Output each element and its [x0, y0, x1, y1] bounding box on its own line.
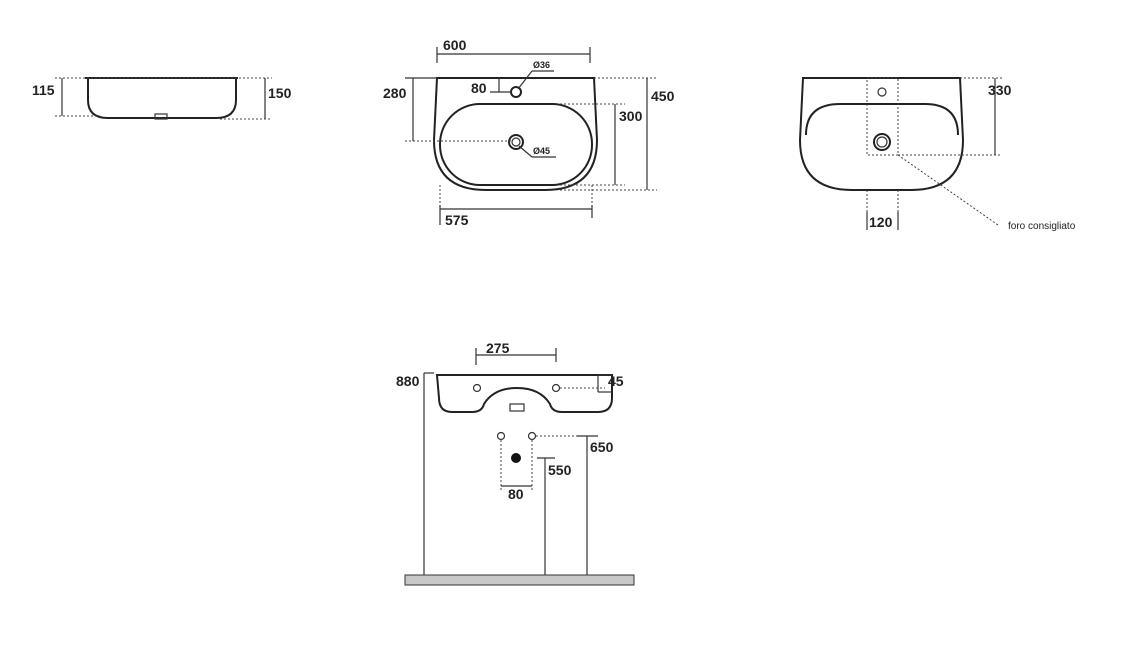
bowl	[439, 103, 593, 186]
dim-280: 280	[383, 85, 407, 101]
top-view: 600 575 280 80 Ø36 Ø45 300 450	[383, 37, 675, 228]
dim-300: 300	[619, 108, 643, 124]
side-view: 115 150	[32, 77, 292, 120]
dim-550: 550	[548, 462, 572, 478]
dim-650: 650	[590, 439, 614, 455]
dim-330: 330	[988, 82, 1012, 98]
dim-275: 275	[486, 340, 510, 356]
back-view: 330 120 foro consigliato	[798, 77, 1076, 232]
dim-80-supply: 80	[508, 486, 524, 502]
dim-80: 80	[471, 80, 487, 96]
dim-880: 880	[396, 373, 420, 389]
tap-hole	[510, 86, 522, 98]
dim-150: 150	[268, 85, 292, 101]
side-profile	[85, 77, 238, 119]
dim-600: 600	[443, 37, 467, 53]
note-recommended-hole: foro consigliato	[1008, 221, 1076, 232]
drain	[508, 134, 524, 150]
dim-45: 45	[608, 373, 624, 389]
waste-outlet	[511, 453, 521, 463]
dim-115: 115	[32, 82, 55, 98]
floor	[404, 574, 635, 586]
front-view: 275 880 45 650 550 80	[396, 340, 635, 586]
label-drain: Ø45	[533, 146, 550, 156]
recommended-hole-area	[866, 77, 899, 156]
dim-120: 120	[869, 214, 893, 230]
dim-450: 450	[651, 88, 675, 104]
label-tap-hole: Ø36	[533, 60, 550, 70]
dim-575: 575	[445, 212, 469, 228]
